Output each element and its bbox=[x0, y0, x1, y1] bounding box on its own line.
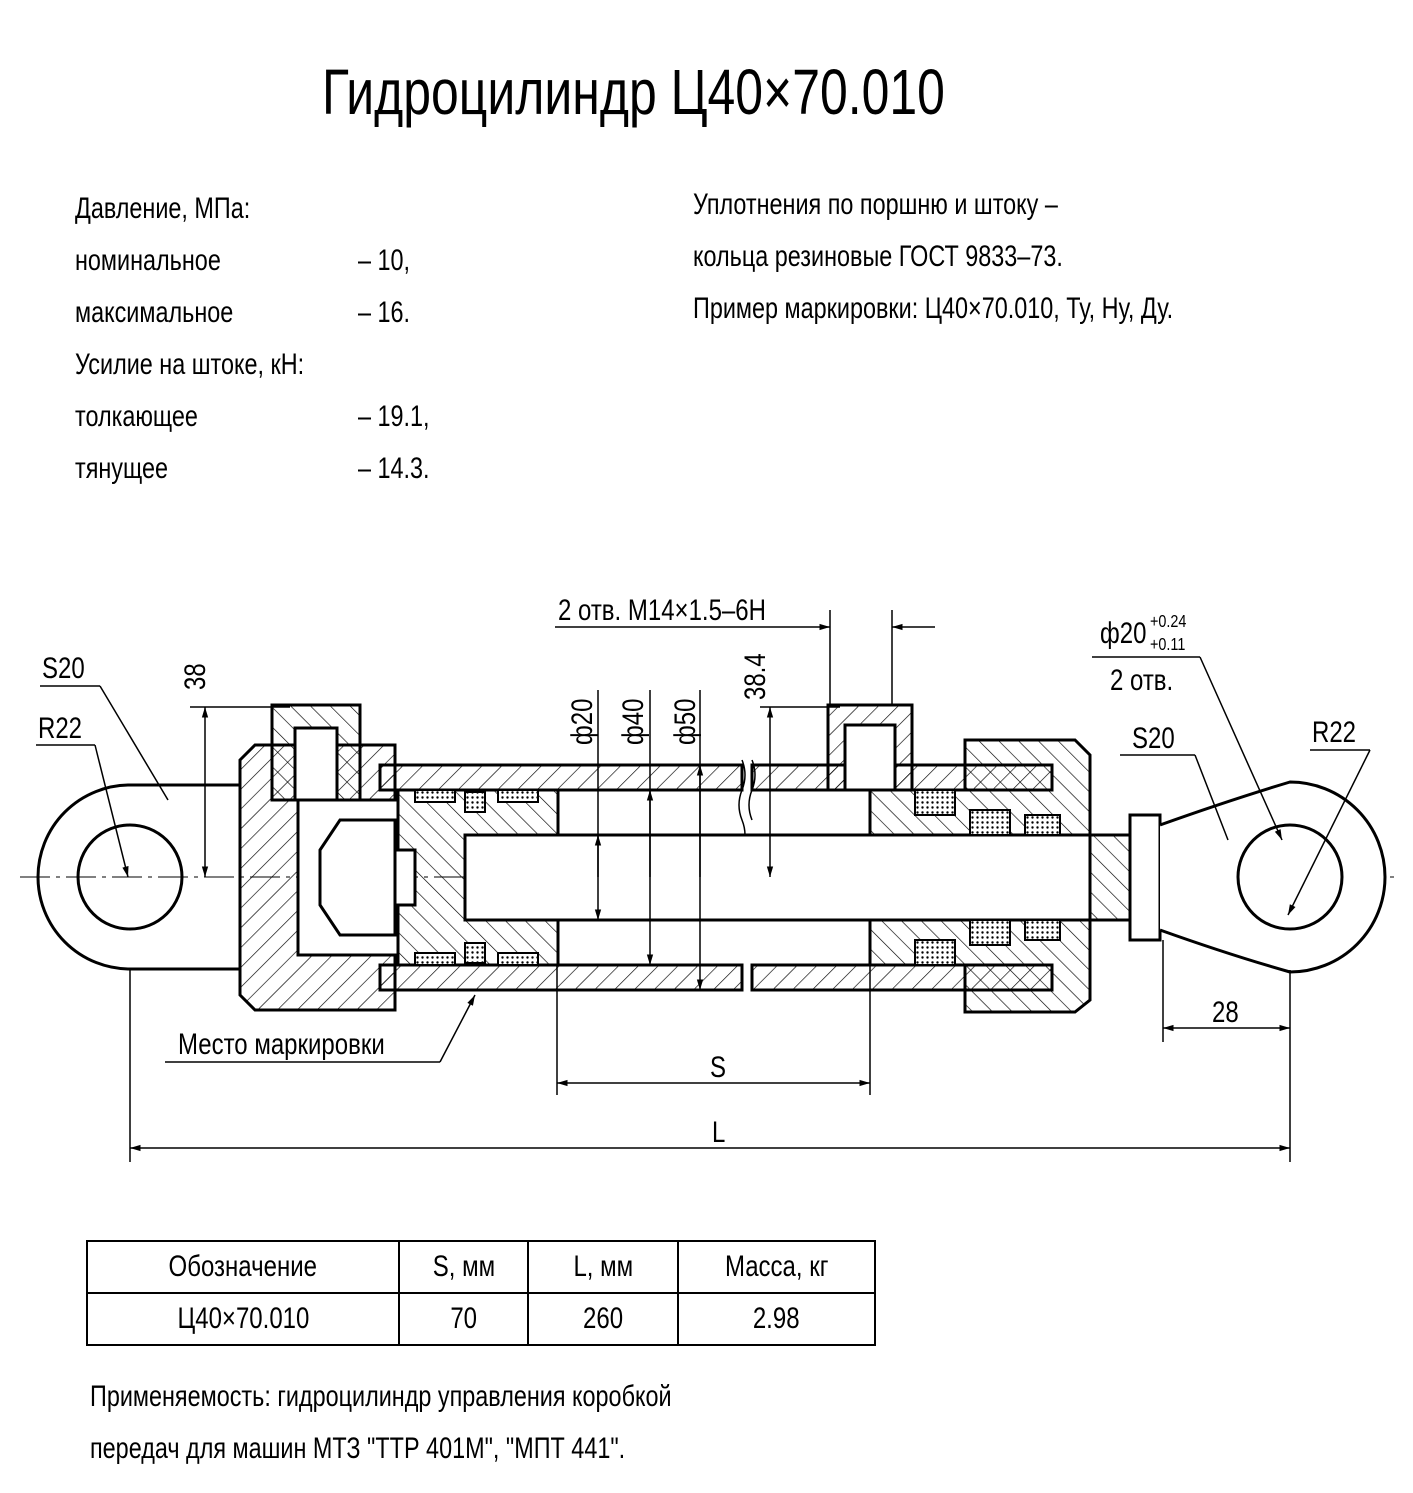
dim-38-label: 38 bbox=[177, 663, 211, 690]
left-s20-label: S20 bbox=[42, 650, 85, 684]
cell-designation: Ц40×70.010 bbox=[177, 1302, 309, 1335]
nominal-label: номинальное bbox=[75, 244, 221, 277]
dim-38-4-label: 38.4 bbox=[737, 653, 771, 700]
right-r22-label: R22 bbox=[1312, 714, 1356, 748]
dia-20-label: ф20 bbox=[564, 699, 598, 745]
col-designation: Обозначение bbox=[168, 1250, 318, 1283]
right-eye-hole bbox=[1236, 823, 1344, 931]
hole-tol-upper: +0.24 bbox=[1150, 612, 1186, 632]
cell-stroke: 70 bbox=[450, 1302, 477, 1335]
push-label: толкающее bbox=[75, 400, 198, 433]
left-eye-hole bbox=[76, 823, 184, 931]
hole-count-label: 2 отв. bbox=[1110, 662, 1173, 696]
note-marking-example: Пример маркировки: Ц40×70.010, Ту, Ну, Д… bbox=[693, 292, 1174, 325]
cell-length: 260 bbox=[582, 1302, 624, 1335]
force-header: Усилие на штоке, кН: bbox=[75, 348, 305, 381]
applicability-line-2: передач для машин МТЗ "ТТР 401М", "МПТ 4… bbox=[90, 1432, 626, 1465]
right-rod-head bbox=[1128, 813, 1162, 942]
pressure-header: Давление, МПа: bbox=[75, 192, 251, 225]
right-rod-eye bbox=[1159, 780, 1387, 974]
drawing-title: Гидроцилиндр Ц40×70.010 bbox=[322, 56, 945, 128]
push-value: – 19.1, bbox=[358, 400, 430, 433]
port-thread-label: 2 отв. M14×1.5–6H bbox=[558, 592, 766, 626]
pull-value: – 14.3. bbox=[358, 452, 430, 485]
dia-50-label: ф50 bbox=[667, 699, 701, 745]
note-gost: кольца резиновые ГОСТ 9833–73. bbox=[693, 240, 1063, 273]
applicability-line-1: Применяемость: гидроцилиндр управления к… bbox=[90, 1380, 672, 1413]
max-value: – 16. bbox=[358, 296, 411, 329]
dim-l-label: L bbox=[712, 1114, 725, 1148]
max-label: максимальное bbox=[75, 296, 234, 329]
right-s20-label: S20 bbox=[1132, 720, 1175, 754]
hole-tol-lower: +0.11 bbox=[1150, 635, 1185, 655]
col-mass: Масса, кг bbox=[724, 1250, 829, 1283]
left-r22-label: R22 bbox=[38, 710, 82, 744]
piston-nut bbox=[318, 818, 397, 937]
piston-rod bbox=[463, 833, 1137, 922]
table-row: Ц40×70.010 70 260 2.98 bbox=[86, 1292, 876, 1346]
cylinder-tube-top-left bbox=[378, 763, 744, 792]
pull-label: тянущее bbox=[75, 452, 169, 485]
nominal-value: – 10, bbox=[358, 244, 411, 277]
col-stroke: S, мм bbox=[432, 1250, 495, 1283]
hole-dia-label: ф20 bbox=[1100, 615, 1146, 649]
cylinder-tube-bottom-left bbox=[378, 963, 744, 992]
col-length: L, мм bbox=[573, 1250, 633, 1283]
dim-28-label: 28 bbox=[1212, 994, 1239, 1028]
dim-s-label: S bbox=[710, 1049, 726, 1083]
table-header-row: Обозначение S, мм L, мм Масса, кг bbox=[86, 1240, 876, 1294]
marking-place-label: Место маркировки bbox=[178, 1026, 385, 1060]
left-rod-eye bbox=[36, 783, 240, 971]
note-seals: Уплотнения по поршню и штоку – bbox=[693, 188, 1058, 221]
spec-table: Обозначение S, мм L, мм Масса, кг Ц40×70… bbox=[86, 1240, 876, 1346]
dia-40-label: ф40 bbox=[615, 699, 649, 745]
cell-mass: 2.98 bbox=[753, 1302, 800, 1335]
